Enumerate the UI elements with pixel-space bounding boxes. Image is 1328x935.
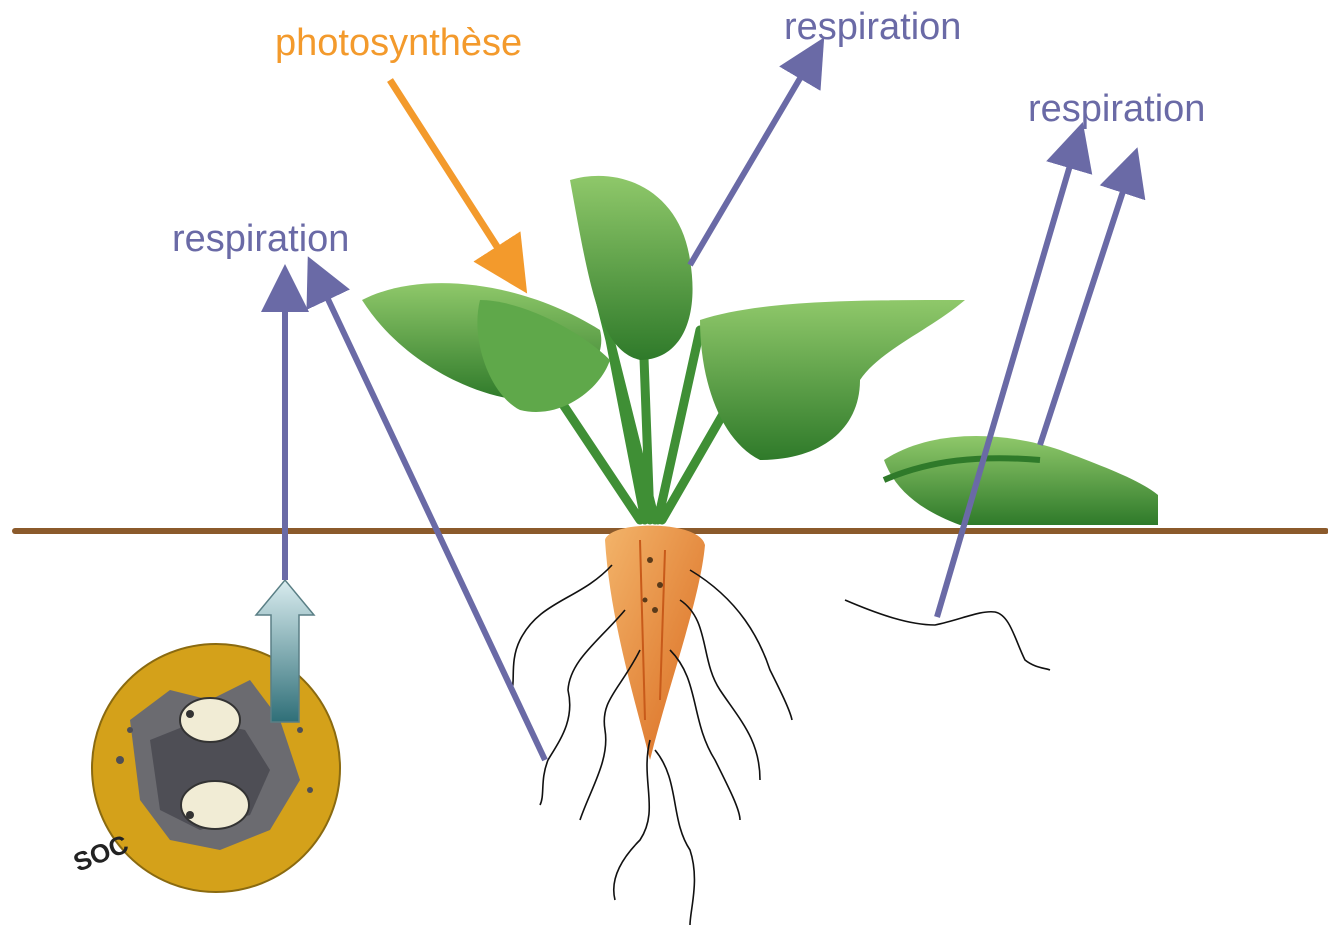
respiration-label-right: respiration	[1028, 90, 1205, 128]
respiration-arrow-neighbor-root	[937, 145, 1076, 617]
neighbor-leaf	[884, 428, 1158, 528]
respiration-label-plant: respiration	[784, 8, 961, 46]
neighbor-root	[845, 600, 1050, 670]
photosynthesis-arrow	[390, 80, 512, 270]
soc-label: SOC	[69, 829, 133, 878]
respiration-label-left: respiration	[172, 220, 349, 258]
photosynthesis-label: photosynthèse	[275, 24, 522, 62]
respiration-arrow-plant	[690, 58, 812, 265]
sugar-beet-icon	[362, 176, 965, 760]
